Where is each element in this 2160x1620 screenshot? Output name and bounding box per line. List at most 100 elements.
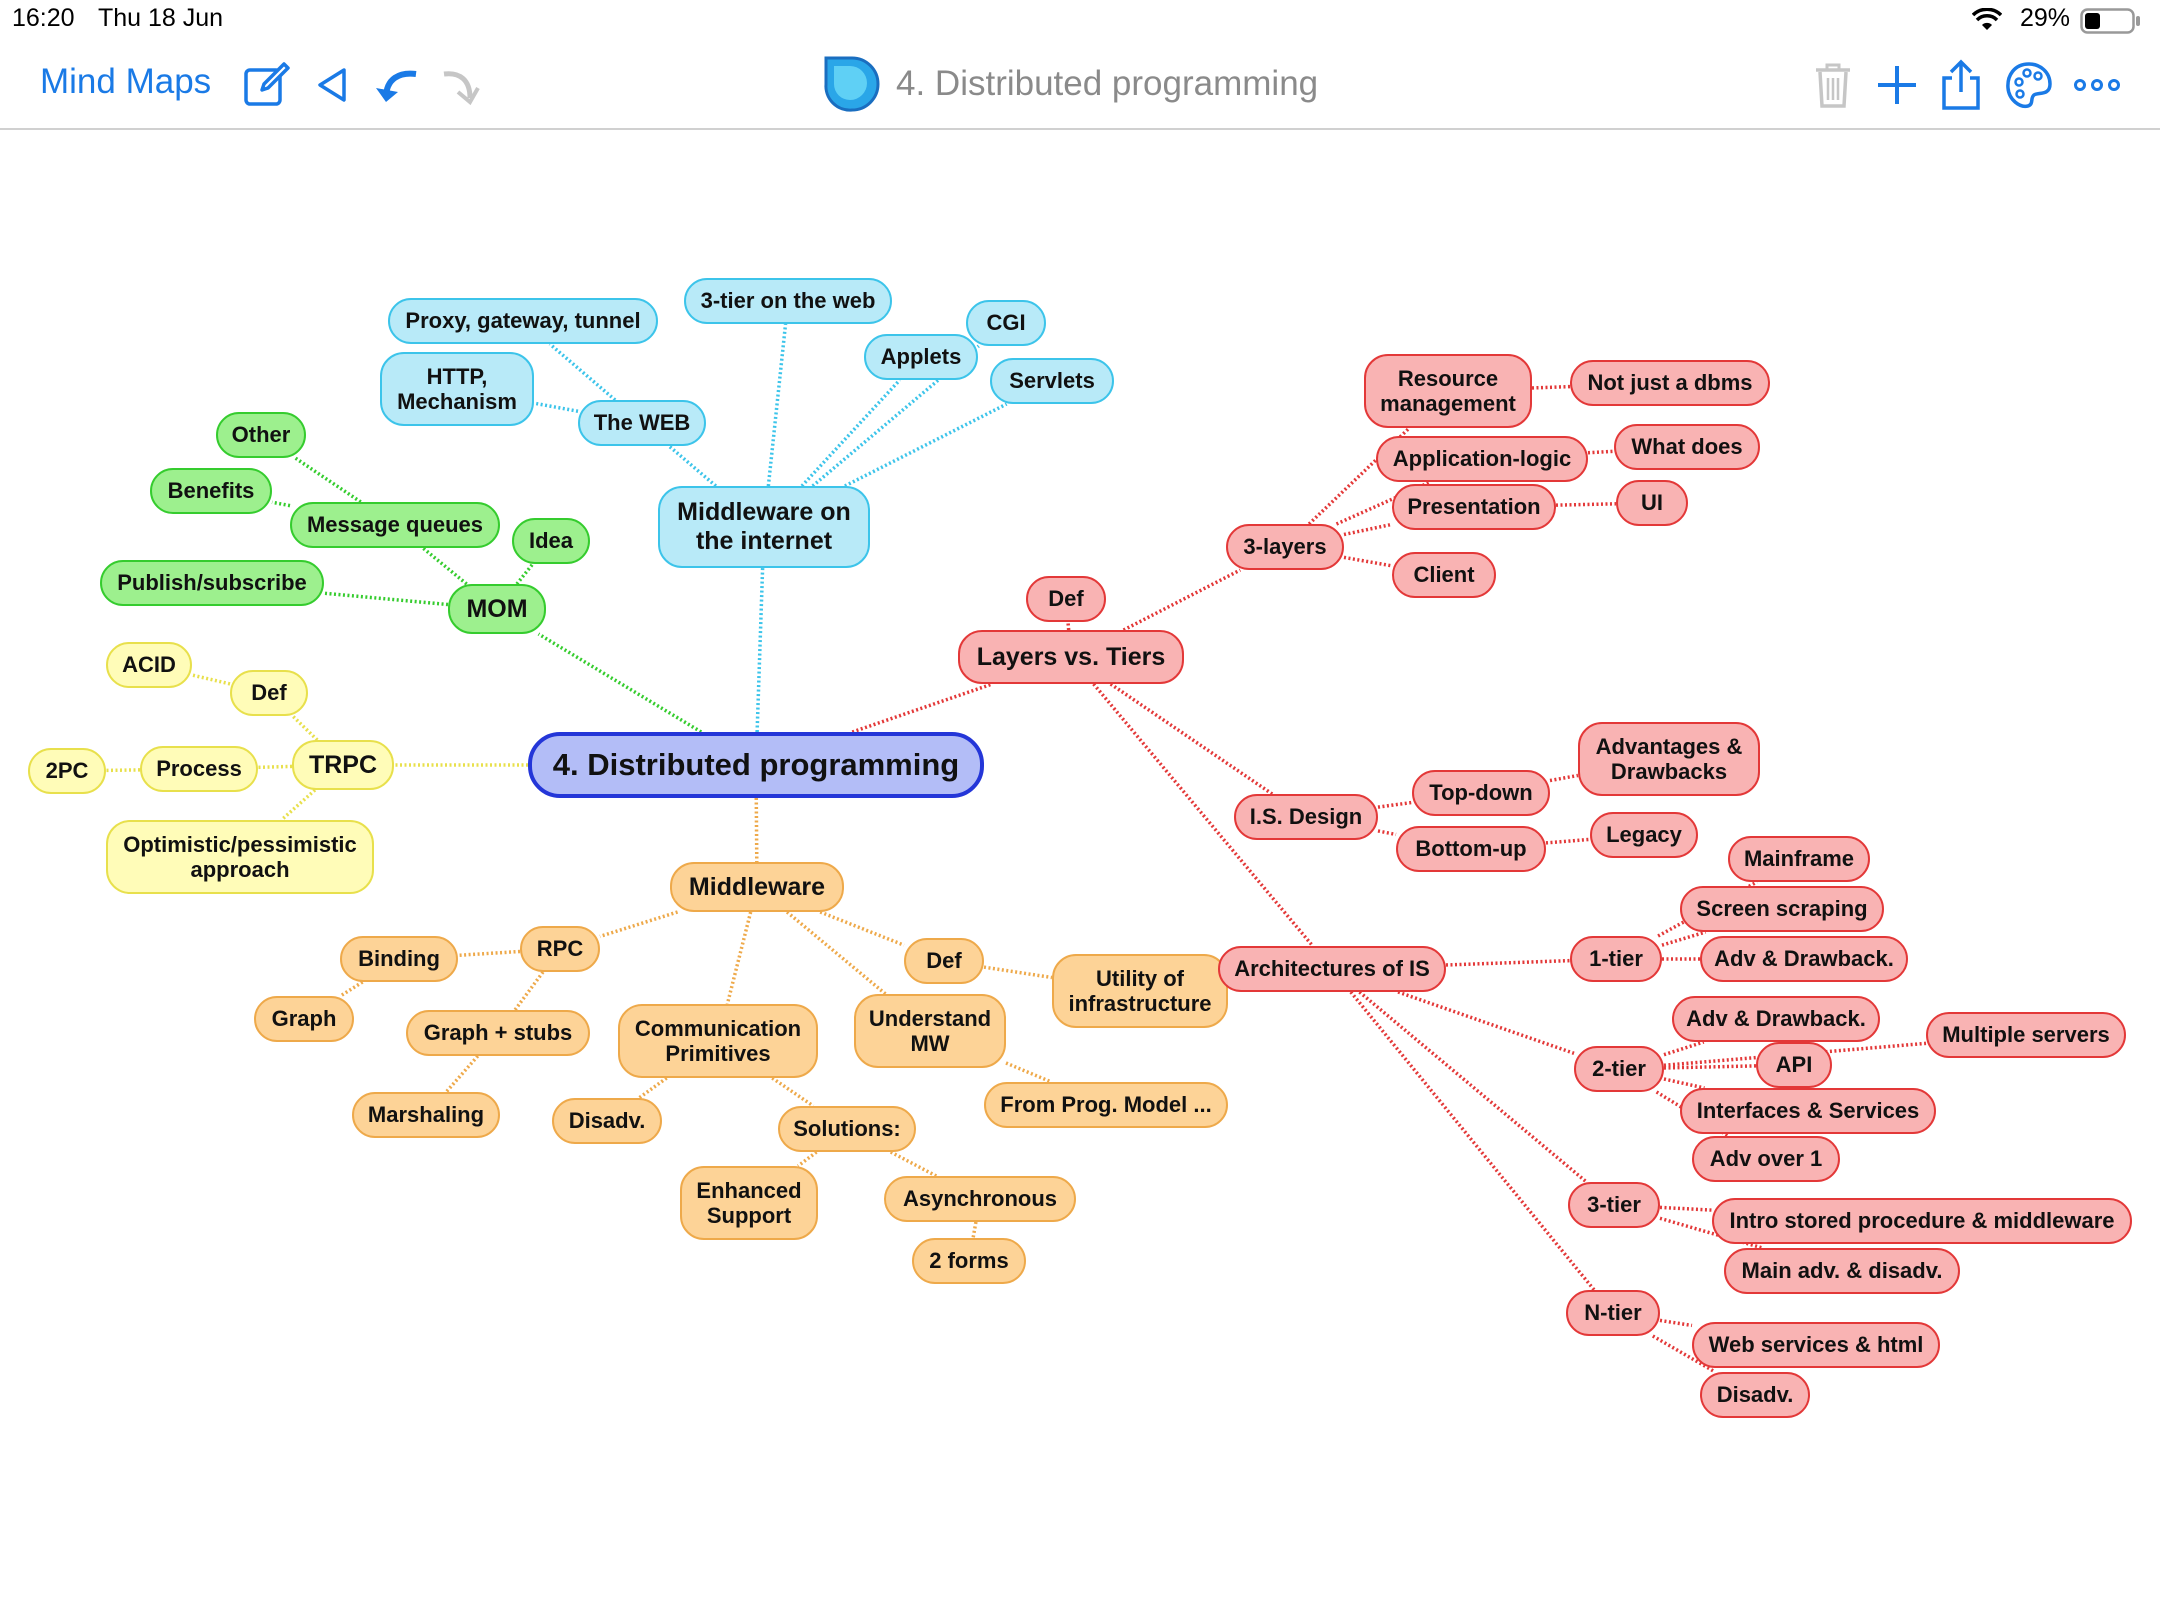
link-bottomup-legacy bbox=[1545, 837, 1591, 845]
node-3-layers[interactable]: 3-layers bbox=[1226, 524, 1344, 570]
node-proxy-gateway-tunnel[interactable]: Proxy, gateway, tunnel bbox=[388, 298, 658, 344]
node-graph[interactable]: Graph bbox=[254, 996, 354, 1042]
link-isdesign-bottomup bbox=[1377, 829, 1397, 837]
link-rpc-binding bbox=[457, 949, 521, 958]
node-multiple-servers[interactable]: Multiple servers bbox=[1926, 1012, 2126, 1058]
node-understand-mw[interactable]: Understand MW bbox=[854, 994, 1006, 1068]
node-communication-primitives[interactable]: Communication Primitives bbox=[618, 1004, 818, 1078]
node-n-tier[interactable]: N-tier bbox=[1566, 1290, 1660, 1336]
node-resource-management[interactable]: Resource management bbox=[1364, 354, 1532, 428]
node-acid[interactable]: ACID bbox=[106, 642, 192, 688]
node-trpc-def[interactable]: Def bbox=[230, 670, 308, 716]
node-process[interactable]: Process bbox=[140, 746, 258, 792]
node-bottom-up[interactable]: Bottom-up bbox=[1396, 826, 1546, 872]
node-enhanced-support[interactable]: Enhanced Support bbox=[680, 1166, 818, 1240]
node-adv-drawback-1[interactable]: Adv & Drawback. bbox=[1700, 936, 1908, 982]
node-layers-def[interactable]: Def bbox=[1026, 576, 1106, 622]
node-client[interactable]: Client bbox=[1392, 552, 1496, 598]
node-not-just-dbms[interactable]: Not just a dbms bbox=[1570, 360, 1770, 406]
node-presentation[interactable]: Presentation bbox=[1392, 484, 1556, 530]
node-mom[interactable]: MOM bbox=[448, 584, 546, 634]
link-isdesign-topdown bbox=[1377, 800, 1413, 809]
node-interfaces-services[interactable]: Interfaces & Services bbox=[1680, 1088, 1936, 1134]
node-main-adv-disadv[interactable]: Main adv. & disadv. bbox=[1724, 1248, 1960, 1294]
node-solutions[interactable]: Solutions: bbox=[778, 1106, 916, 1152]
redo-icon[interactable] bbox=[430, 58, 484, 112]
node-applets[interactable]: Applets bbox=[864, 334, 978, 380]
node-legacy[interactable]: Legacy bbox=[1590, 812, 1698, 858]
navigate-back-icon[interactable] bbox=[306, 58, 360, 112]
node-utility-infrastructure[interactable]: Utility of infrastructure bbox=[1052, 954, 1228, 1028]
node-marshaling[interactable]: Marshaling bbox=[352, 1092, 500, 1138]
link-understand-progmodel bbox=[1005, 1061, 1052, 1084]
status-date: Thu 18 Jun bbox=[98, 4, 224, 32]
node-layers-vs-tiers[interactable]: Layers vs. Tiers bbox=[958, 630, 1184, 684]
node-publish-subscribe[interactable]: Publish/subscribe bbox=[100, 560, 324, 606]
node-servlets[interactable]: Servlets bbox=[990, 358, 1114, 404]
node-cgi[interactable]: CGI bbox=[966, 300, 1046, 346]
node-3tier-web[interactable]: 3-tier on the web bbox=[684, 278, 892, 324]
node-architectures-is[interactable]: Architectures of IS bbox=[1218, 946, 1446, 992]
node-is-design[interactable]: I.S. Design bbox=[1234, 794, 1378, 840]
node-3-tier[interactable]: 3-tier bbox=[1568, 1182, 1660, 1228]
link-graphstubs-marshaling bbox=[444, 1054, 480, 1094]
node-rpc[interactable]: RPC bbox=[520, 926, 600, 972]
node-disadv-middleware[interactable]: Disadv. bbox=[552, 1098, 662, 1144]
link-trpc-trpc_def bbox=[291, 714, 319, 742]
trash-icon[interactable] bbox=[1806, 58, 1860, 112]
node-middleware-def[interactable]: Def bbox=[904, 938, 984, 984]
node-mainframe[interactable]: Mainframe bbox=[1728, 836, 1870, 882]
mind-maps-back-button[interactable]: Mind Maps bbox=[40, 62, 212, 101]
node-web-services-html[interactable]: Web services & html bbox=[1692, 1322, 1940, 1368]
node-top-down[interactable]: Top-down bbox=[1412, 770, 1550, 816]
node-from-prog-model[interactable]: From Prog. Model ... bbox=[984, 1082, 1228, 1128]
node-advantages-drawbacks[interactable]: Advantages & Drawbacks bbox=[1578, 722, 1760, 796]
link-middleware-rpc bbox=[599, 910, 679, 939]
node-adv-over-1[interactable]: Adv over 1 bbox=[1692, 1136, 1840, 1182]
link-async-forms2 bbox=[971, 1221, 978, 1239]
node-asynchronous[interactable]: Asynchronous bbox=[884, 1176, 1076, 1222]
node-graph-stubs[interactable]: Graph + stubs bbox=[406, 1010, 590, 1056]
document-title: 4. Distributed programming bbox=[820, 54, 1318, 114]
node-2-forms[interactable]: 2 forms bbox=[912, 1238, 1026, 1284]
palette-icon[interactable] bbox=[2002, 58, 2056, 112]
node-idea[interactable]: Idea bbox=[512, 518, 590, 564]
link-trpc_def-acid bbox=[191, 673, 231, 686]
link-web-http bbox=[533, 401, 579, 413]
more-icon[interactable] bbox=[2070, 58, 2124, 112]
root-node[interactable]: 4. Distributed programming bbox=[528, 732, 984, 798]
node-optimistic-pessimistic[interactable]: Optimistic/pessimistic approach bbox=[106, 820, 374, 894]
node-intro-stored-procedure[interactable]: Intro stored procedure & middleware bbox=[1712, 1198, 2132, 1244]
node-screen-scraping[interactable]: Screen scraping bbox=[1680, 886, 1884, 932]
node-middleware-internet[interactable]: Middleware on the internet bbox=[658, 486, 870, 568]
undo-icon[interactable] bbox=[370, 58, 424, 112]
link-msgq-benefits bbox=[271, 500, 291, 508]
node-the-web[interactable]: The WEB bbox=[578, 400, 706, 446]
node-trpc[interactable]: TRPC bbox=[292, 740, 394, 790]
node-disadv-ntier[interactable]: Disadv. bbox=[1700, 1372, 1810, 1418]
node-application-logic[interactable]: Application-logic bbox=[1376, 436, 1588, 482]
node-adv-drawback-2[interactable]: Adv & Drawback. bbox=[1672, 996, 1880, 1042]
node-other[interactable]: Other bbox=[216, 412, 306, 458]
node-2-tier[interactable]: 2-tier bbox=[1574, 1046, 1664, 1092]
node-ui[interactable]: UI bbox=[1616, 480, 1688, 526]
link-topdown-advdraw bbox=[1549, 773, 1579, 783]
link-commprim-solutions bbox=[771, 1076, 815, 1108]
node-http-mechanism[interactable]: HTTP, Mechanism bbox=[380, 352, 534, 426]
node-api[interactable]: API bbox=[1756, 1042, 1832, 1088]
edit-icon[interactable] bbox=[240, 58, 294, 112]
node-1-tier[interactable]: 1-tier bbox=[1570, 936, 1662, 982]
node-message-queues[interactable]: Message queues bbox=[290, 502, 500, 548]
node-benefits[interactable]: Benefits bbox=[150, 468, 272, 514]
node-2pc[interactable]: 2PC bbox=[28, 748, 106, 794]
share-icon[interactable] bbox=[1934, 58, 1988, 112]
node-middleware[interactable]: Middleware bbox=[670, 862, 844, 912]
add-icon[interactable] bbox=[1870, 58, 1924, 112]
link-mw_internet-applets bbox=[800, 378, 902, 488]
link-rpc-graphstubs bbox=[513, 970, 545, 1012]
link-binding-graph bbox=[339, 980, 364, 998]
node-binding[interactable]: Binding bbox=[340, 936, 458, 982]
link-mw_internet-tier3web bbox=[766, 323, 788, 487]
node-what-does[interactable]: What does bbox=[1614, 424, 1760, 470]
link-tier2-advdraw2 bbox=[1663, 1040, 1705, 1057]
